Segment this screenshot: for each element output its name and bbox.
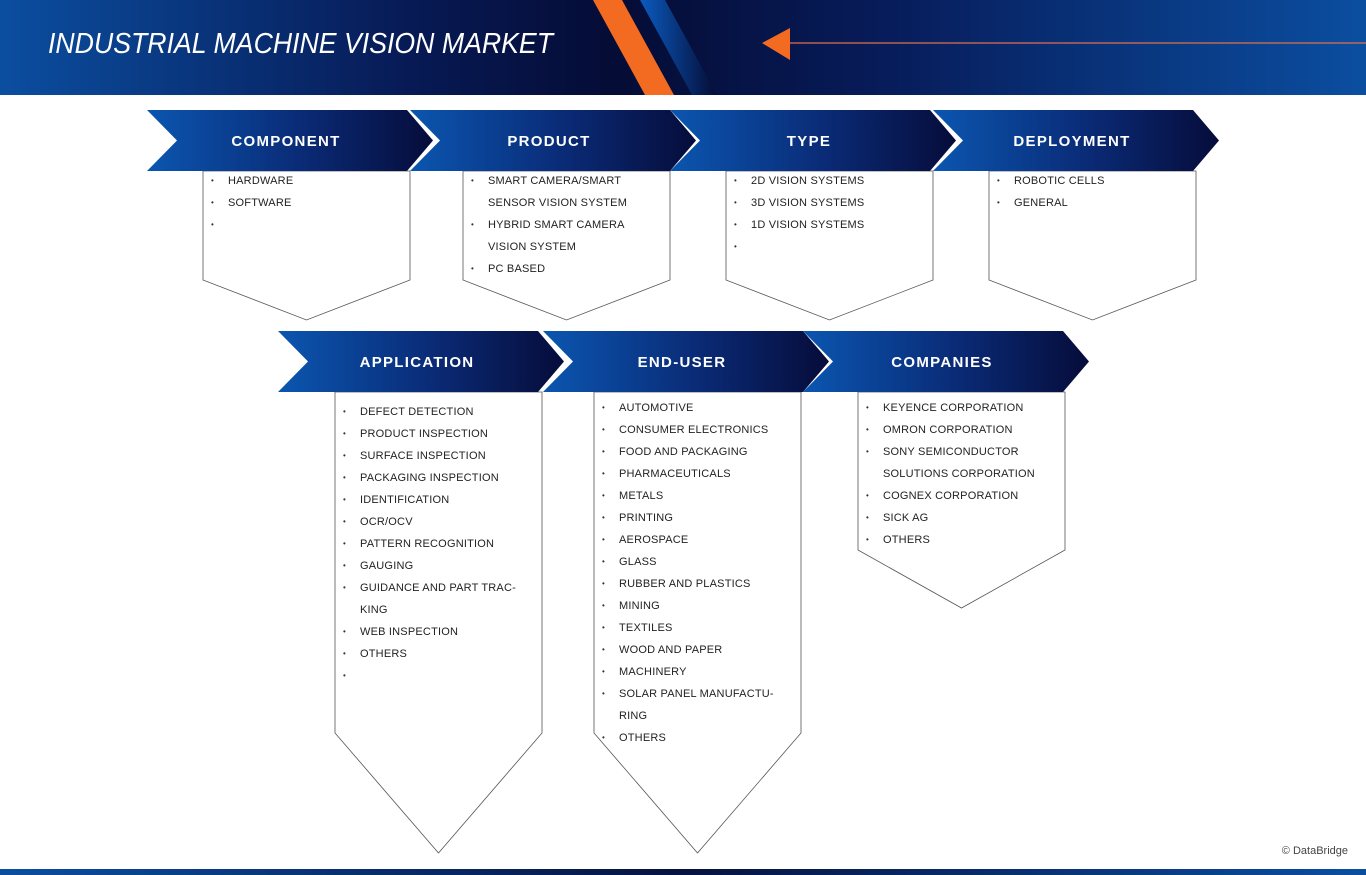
list-item: GUIDANCE AND PART TRAC-KING [343,577,532,621]
list-item: HYBRID SMART CAMERA VISION SYSTEM [471,214,660,258]
segment-list: SMART CAMERA/SMART SENSOR VISION SYSTEMH… [471,170,660,280]
segment-chevron-5 [543,331,829,392]
bottom-bar [0,869,1366,875]
list-item: OTHERS [602,727,791,749]
segment-list: HARDWARESOFTWARE [211,170,400,236]
list-item: WEB INSPECTION [343,621,532,643]
list-item: MACHINERY [602,661,791,683]
segment-chevron-3 [933,110,1219,171]
segment-list: 2D VISION SYSTEMS3D VISION SYSTEMS1D VIS… [734,170,923,258]
list-item: OCR/OCV [343,511,532,533]
list-item: TEXTILES [602,617,791,639]
segment-title: PRODUCT [507,133,591,150]
copyright: © DataBridge [1281,845,1348,857]
list-item: PHARMACEUTICALS [602,463,791,485]
list-item: OTHERS [866,529,1055,551]
segment-chevron-1 [410,110,696,171]
list-item: PRODUCT INSPECTION [343,423,532,445]
list-item: PATTERN RECOGNITION [343,533,532,555]
list-item: SMART CAMERA/SMART SENSOR VISION SYSTEM [471,170,660,214]
list-item: AUTOMOTIVE [602,397,791,419]
segment-title: COMPONENT [231,133,341,150]
page-title: INDUSTRIAL MACHINE VISION MARKET [48,28,554,60]
list-item: FOOD AND PACKAGING [602,441,791,463]
list-item: WOOD AND PAPER [602,639,791,661]
segment-chevron-0 [147,110,433,171]
list-item [211,214,400,236]
segment-title: COMPANIES [891,354,993,371]
list-item: GENERAL [997,192,1186,214]
list-item: HARDWARE [211,170,400,192]
arrow-left-icon [762,28,790,60]
header-decoration [593,0,1366,95]
segment-chevron-6 [803,331,1089,392]
segment-list: DEFECT DETECTIONPRODUCT INSPECTIONSURFAC… [343,401,532,687]
list-item [343,665,532,687]
list-item: COGNEX CORPORATION [866,485,1055,507]
segment-list: AUTOMOTIVECONSUMER ELECTRONICSFOOD AND P… [602,397,791,749]
segment-chevron-2 [670,110,956,171]
list-item: RUBBER AND PLASTICS [602,573,791,595]
list-item: PACKAGING INSPECTION [343,467,532,489]
list-item: 2D VISION SYSTEMS [734,170,923,192]
segment-list: ROBOTIC CELLSGENERAL [997,170,1186,214]
list-item: KEYENCE CORPORATION [866,397,1055,419]
list-item: 1D VISION SYSTEMS [734,214,923,236]
header-banner: INDUSTRIAL MACHINE VISION MARKET [0,0,1366,95]
segment-title: APPLICATION [359,354,475,371]
list-item: SONY SEMICONDUCTOR SOLUTIONS CORPORATION [866,441,1055,485]
segment-title: DEPLOYMENT [1013,133,1131,150]
list-item: SICK AG [866,507,1055,529]
list-item: MINING [602,595,791,617]
blue-stripe [640,0,717,95]
segment-list: KEYENCE CORPORATIONOMRON CORPORATIONSONY… [866,397,1055,551]
list-item: GAUGING [343,555,532,577]
list-item [734,236,923,258]
list-item: PC BASED [471,258,660,280]
list-item: GLASS [602,551,791,573]
list-item: IDENTIFICATION [343,489,532,511]
list-item: ROBOTIC CELLS [997,170,1186,192]
list-item: 3D VISION SYSTEMS [734,192,923,214]
list-item: CONSUMER ELECTRONICS [602,419,791,441]
orange-stripe [593,0,674,95]
segment-title: END-USER [637,354,727,371]
list-item: OMRON CORPORATION [866,419,1055,441]
list-item: SOFTWARE [211,192,400,214]
list-item: AEROSPACE [602,529,791,551]
segment-title: TYPE [786,133,832,150]
segment-chevron-4 [278,331,564,392]
list-item: PRINTING [602,507,791,529]
list-item: SOLAR PANEL MANUFACTU-RING [602,683,791,727]
list-item: METALS [602,485,791,507]
list-item: DEFECT DETECTION [343,401,532,423]
list-item: OTHERS [343,643,532,665]
list-item: SURFACE INSPECTION [343,445,532,467]
